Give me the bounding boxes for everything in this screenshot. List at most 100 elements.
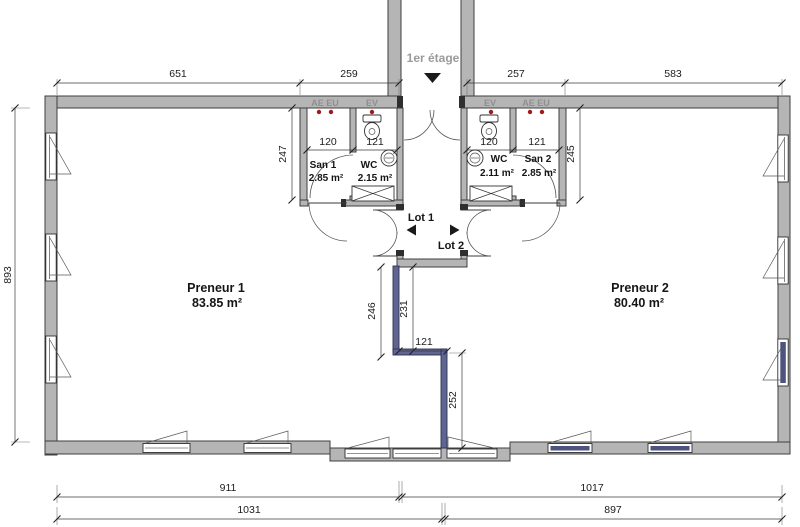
dim-tick	[377, 263, 385, 271]
dim-top-257: 257	[507, 68, 525, 80]
dim-tick	[576, 196, 584, 204]
window-frame	[45, 335, 57, 384]
utility-marker	[527, 109, 533, 115]
outer-walls	[44, 95, 791, 462]
wc2-san2-wall-upper	[509, 107, 517, 153]
window-blue-panel	[550, 446, 590, 451]
window-swing-triangle	[648, 430, 692, 444]
windows	[45, 132, 789, 459]
partition-vertical-lower	[440, 348, 448, 449]
window-right-3-blue	[762, 338, 789, 387]
window-bottom-4	[392, 448, 442, 459]
room-name-wc1: WC	[361, 160, 378, 171]
demising-partition	[392, 265, 448, 449]
toilet-cistern	[362, 114, 382, 123]
dim-tick	[349, 146, 357, 154]
dim-san-left-247: 247	[277, 145, 289, 163]
dim-tick	[395, 79, 403, 87]
door-swings	[308, 109, 561, 257]
dim-left-893: 893	[2, 266, 14, 284]
basin-inner	[469, 152, 481, 164]
dim-san2-121: 121	[528, 136, 546, 148]
window-swing-triangle	[447, 436, 497, 449]
toilet-cistern	[479, 114, 499, 123]
dim-tick	[463, 79, 471, 87]
toilet-right-icon	[479, 114, 499, 140]
dim-tick	[576, 104, 584, 112]
window-bottom-7-blue	[647, 430, 693, 453]
room-area-wc1: 2.15 m²	[358, 173, 393, 184]
dim-tick	[409, 263, 417, 271]
dim-bottom-1017: 1017	[580, 482, 604, 494]
utility-marker	[488, 109, 494, 115]
dim-bottom-897: 897	[604, 504, 622, 516]
toilet-bowl	[481, 122, 497, 140]
san1-door-arc	[308, 202, 348, 242]
interior-walls	[299, 107, 567, 268]
room-name-wc2: WC	[491, 154, 508, 165]
stairwell: 1er étage	[387, 0, 475, 109]
toilet-left-icon	[362, 114, 382, 140]
partition-horizontal	[392, 348, 448, 356]
room-name-san2: San 2	[525, 154, 552, 165]
duct-box-diagonal	[469, 185, 513, 202]
dim-tick	[53, 79, 61, 87]
window-right-2	[762, 236, 789, 285]
utility-marker	[328, 109, 334, 115]
window-swing-triangle	[49, 339, 72, 378]
wc1-door-arc	[309, 154, 354, 199]
dimension-lines: 651 259 257 583 893 247 245 120 121 120 …	[2, 68, 786, 525]
dim-top-583: 583	[664, 68, 682, 80]
dim-tick	[443, 347, 451, 355]
stair-door-arc-right	[429, 109, 461, 141]
dim-tick	[463, 146, 471, 154]
dim-tick	[53, 493, 61, 501]
dim-tick	[53, 515, 61, 523]
basin-right-icon	[466, 149, 484, 167]
room-name-preneur2: Preneur 2	[611, 281, 669, 295]
window-bottom-2	[243, 430, 292, 453]
dim-tick	[778, 79, 786, 87]
utility-label-ev-left: EV	[366, 98, 378, 108]
dim-tick	[778, 515, 786, 523]
window-swing-triangle	[49, 237, 72, 276]
window-swing-triangle	[762, 138, 785, 177]
dim-tick	[555, 146, 563, 154]
toilet-drain	[368, 128, 376, 135]
window-swing-triangle	[762, 240, 785, 279]
dim-tick	[778, 493, 786, 501]
corridor-door-arc-right-bottom	[466, 231, 492, 257]
door-jamb-corridor-right-bottom	[460, 250, 468, 256]
basin-inner	[383, 152, 395, 164]
window-bottom-5	[446, 436, 498, 459]
stair-opening-jamb-left	[397, 96, 403, 108]
room-name-san1: San 1	[310, 160, 337, 171]
dim-tick	[393, 146, 401, 154]
dim-tick	[509, 146, 517, 154]
room-area-san2: 2.85 m²	[522, 168, 557, 179]
door-jamb-corridor-right-top	[460, 204, 468, 210]
san1-left-wall	[299, 107, 308, 206]
dim-tick	[395, 347, 403, 355]
utility-marker	[539, 109, 545, 115]
door-jamb-corridor-left-bottom	[396, 250, 404, 256]
dim-wc1-121: 121	[366, 136, 384, 148]
window-bottom-1	[142, 430, 191, 453]
corridor-left-wall-upper	[396, 107, 404, 211]
stair-opening-jamb-right	[459, 96, 465, 108]
window-frame	[777, 134, 789, 183]
window-left-2	[45, 233, 72, 282]
duct-box-diagonal	[351, 185, 395, 202]
window-left-3	[45, 335, 72, 384]
corridor-door-arc-right-top	[466, 209, 492, 235]
duct-box-right	[469, 185, 513, 202]
dim-tick	[441, 515, 449, 523]
san2-door-arc	[521, 202, 561, 242]
corridor-right-wall-upper	[460, 107, 468, 211]
utility-marker	[369, 109, 375, 115]
dim-tick	[296, 79, 304, 87]
duct-box-left	[351, 185, 395, 202]
window-swing-triangle	[762, 342, 785, 381]
